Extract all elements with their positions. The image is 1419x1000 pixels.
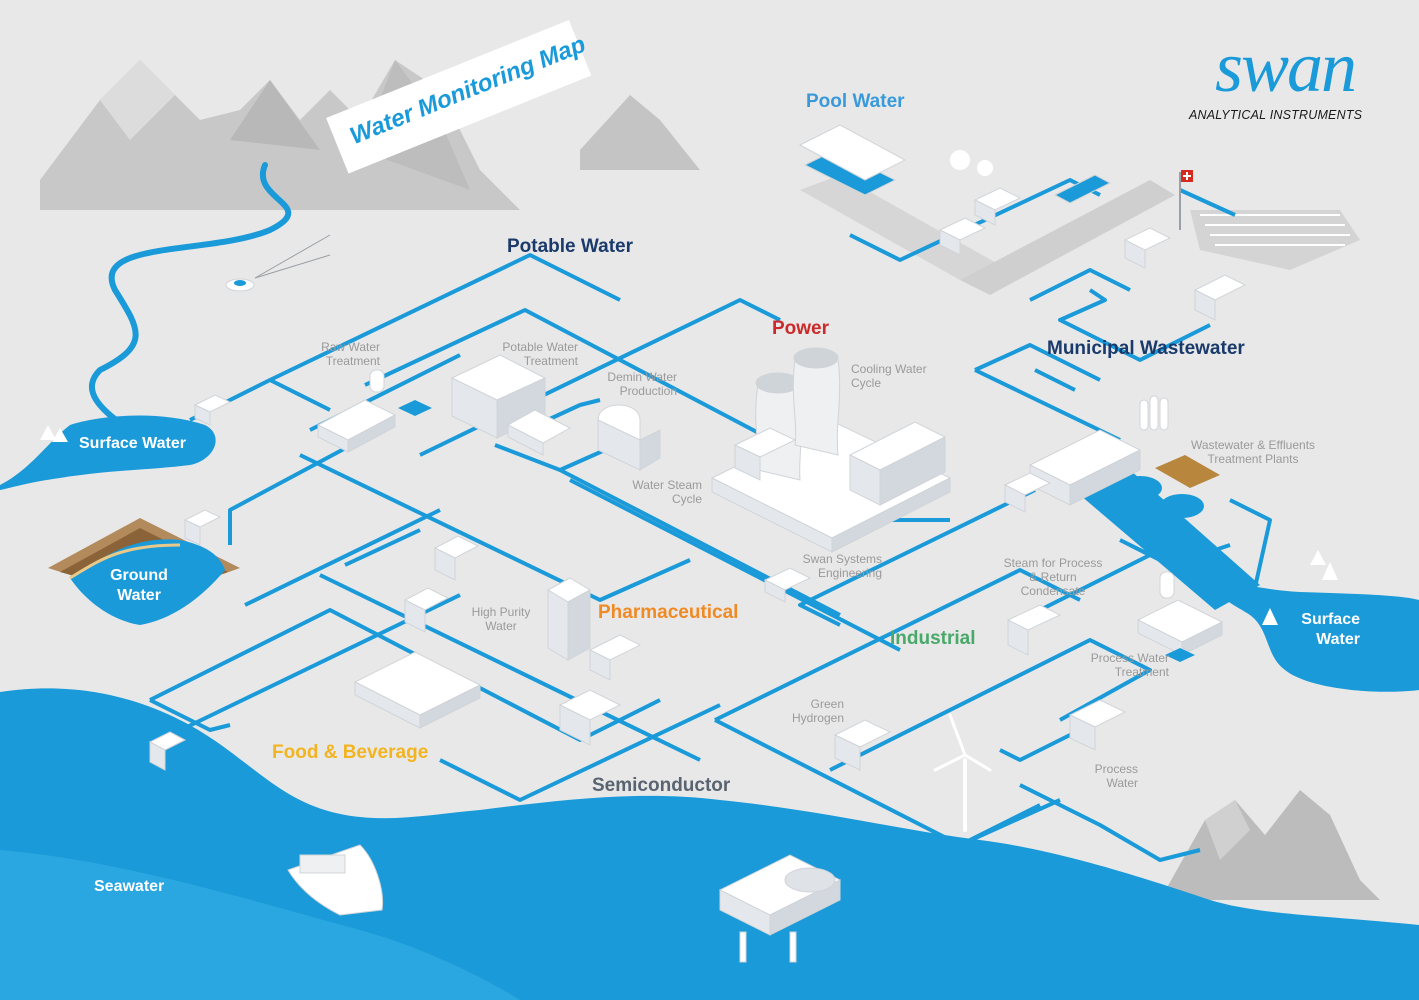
ground-water-shape: [48, 518, 240, 625]
solar-panels: [398, 400, 1220, 662]
surface-water-right-shape: [1215, 583, 1419, 692]
label-green-hydrogen: Green Hydrogen: [791, 697, 844, 725]
surface-water-left-shape: [0, 415, 216, 490]
label-steam-process-condensate: Steam for Process & Return Condensate: [1003, 556, 1103, 598]
label-wastewater-treatment: Wastewater & Effluents Treatment Plants: [1190, 438, 1316, 466]
label-ground-water: Ground Water: [110, 567, 168, 604]
label-potable-water: Potable Water: [507, 236, 633, 257]
label-surface-water-left: Surface Water: [79, 435, 186, 452]
swiss-flag: [1179, 170, 1193, 230]
mountains-right: [1160, 790, 1380, 900]
label-seawater: Seawater: [94, 878, 165, 895]
label-food-beverage: Food & Beverage: [272, 742, 429, 763]
label-pool-water: Pool Water: [806, 91, 905, 112]
logo-wordmark: swan: [1214, 27, 1357, 107]
label-process-water-treatment: Process Water Treatment: [1090, 651, 1169, 679]
swan-logo: swan ANALYTICAL INSTRUMENTS: [1185, 28, 1385, 128]
label-water-steam-cycle: Water Steam Cycle: [632, 478, 702, 506]
buildings: [148, 124, 1247, 963]
label-process-water: Process Water: [1094, 762, 1138, 790]
label-raw-water-treatment: Raw Water Treatment: [321, 340, 380, 368]
effluent-channel: [1080, 470, 1260, 610]
label-municipal-wastewater: Municipal Wastewater: [1047, 338, 1245, 359]
label-potable-water-treatment: Potable Water Treatment: [502, 340, 578, 368]
label-power: Power: [772, 318, 830, 339]
wind-turbine: [933, 713, 992, 832]
label-cooling-water-cycle: Cooling Water Cycle: [851, 362, 927, 390]
label-pharmaceutical: Pharmaceutical: [598, 602, 739, 623]
label-industrial: Industrial: [890, 628, 976, 649]
label-demin-water-production: Demin Water Production: [607, 370, 677, 398]
label-surface-water-right: Surface Water: [1301, 611, 1360, 648]
map-title-banner: Water Monitoring Map: [326, 19, 592, 174]
trees: [40, 150, 1338, 625]
logo-subtitle: ANALYTICAL INSTRUMENTS: [1189, 108, 1363, 122]
seawater-shape: [0, 688, 1419, 1000]
river: [89, 162, 292, 433]
banner-background: [326, 19, 592, 174]
pool-water-road: [800, 175, 1360, 295]
drone: [225, 234, 331, 292]
clarifier-basins: [1118, 476, 1204, 518]
label-high-purity-water: High Purity Water: [471, 605, 531, 633]
label-semiconductor: Semiconductor: [592, 775, 731, 796]
label-swan-systems-engineering: Swan Systems Engineering: [802, 552, 882, 580]
